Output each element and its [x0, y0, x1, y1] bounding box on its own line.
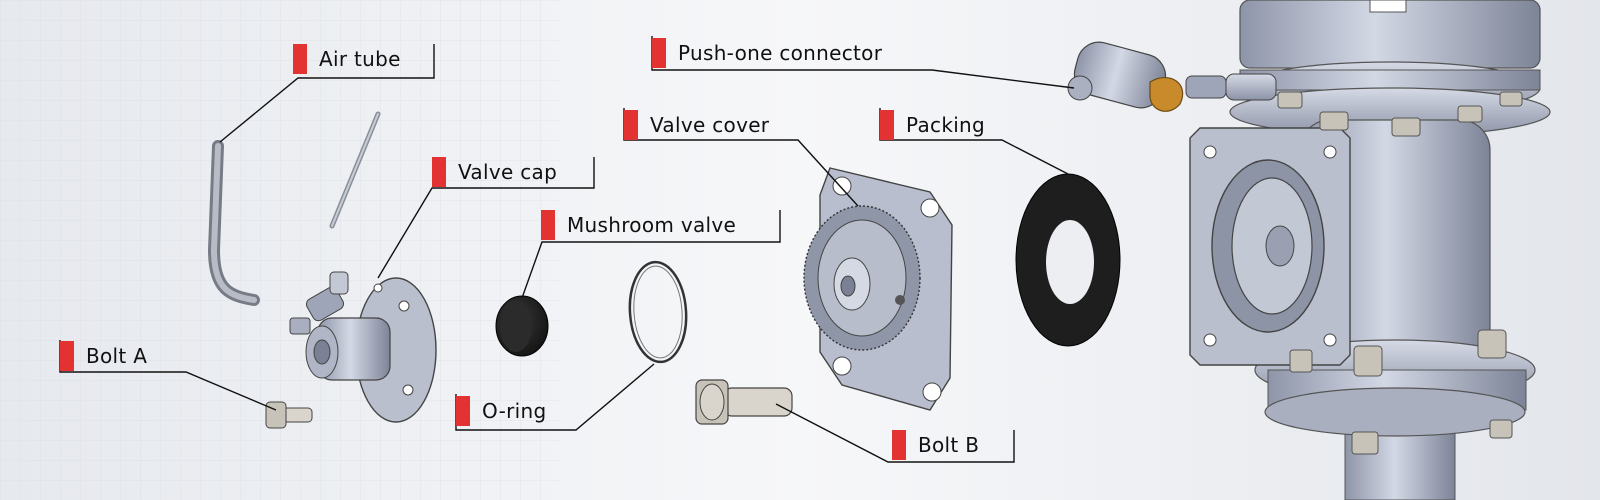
- callout-push-one-connector: Push-one connector: [652, 38, 882, 68]
- valve-cover-label: Valve cover: [650, 113, 770, 137]
- packing-label: Packing: [906, 113, 986, 137]
- bolt-a-part: [265, 401, 313, 429]
- callout-marker: [60, 341, 74, 371]
- callout-marker: [624, 110, 638, 140]
- callout-air-tube: Air tube: [293, 44, 401, 74]
- valve-cover-part: [803, 167, 953, 411]
- o-ring-part: [628, 260, 688, 364]
- bolt-b-part: [695, 379, 793, 425]
- callout-marker: [652, 38, 666, 68]
- callout-marker: [293, 44, 307, 74]
- packing-part: [1015, 173, 1121, 347]
- mushroom-valve-label: Mushroom valve: [567, 213, 737, 237]
- callout-marker: [541, 210, 555, 240]
- callout-bolt-b: Bolt B: [892, 430, 979, 460]
- bolt-a-label: Bolt A: [86, 344, 148, 368]
- callout-bolt-a: Bolt A: [60, 341, 147, 371]
- callout-valve-cap: Valve cap: [432, 157, 557, 187]
- air-tube-part: [207, 111, 381, 306]
- callout-marker: [456, 396, 470, 426]
- leader-air-tube: [219, 44, 435, 143]
- valve-cap-label: Valve cap: [458, 160, 558, 184]
- mushroom-valve-part: [495, 295, 549, 357]
- push-one-connector-label: Push-one connector: [678, 41, 883, 65]
- leader-mushroom-valve: [521, 210, 781, 299]
- air-tube-label: Air tube: [319, 47, 401, 71]
- leader-bolt-b: [775, 403, 1015, 463]
- callout-marker: [432, 157, 446, 187]
- push-one-connector-part: [1067, 41, 1277, 112]
- o-ring-label: O-ring: [482, 399, 547, 423]
- callout-mushroom-valve: Mushroom valve: [541, 210, 736, 240]
- callout-o-ring: O-ring: [456, 396, 546, 426]
- valve-cap-part: [289, 271, 437, 423]
- callout-marker: [880, 110, 894, 140]
- callout-valve-cover: Valve cover: [624, 110, 769, 140]
- callout-packing: Packing: [880, 110, 985, 140]
- valve-body-assembly: [1067, 0, 1551, 500]
- bolt-b-label: Bolt B: [918, 433, 980, 457]
- callout-marker: [892, 430, 906, 460]
- leader-valve-cap: [377, 157, 595, 279]
